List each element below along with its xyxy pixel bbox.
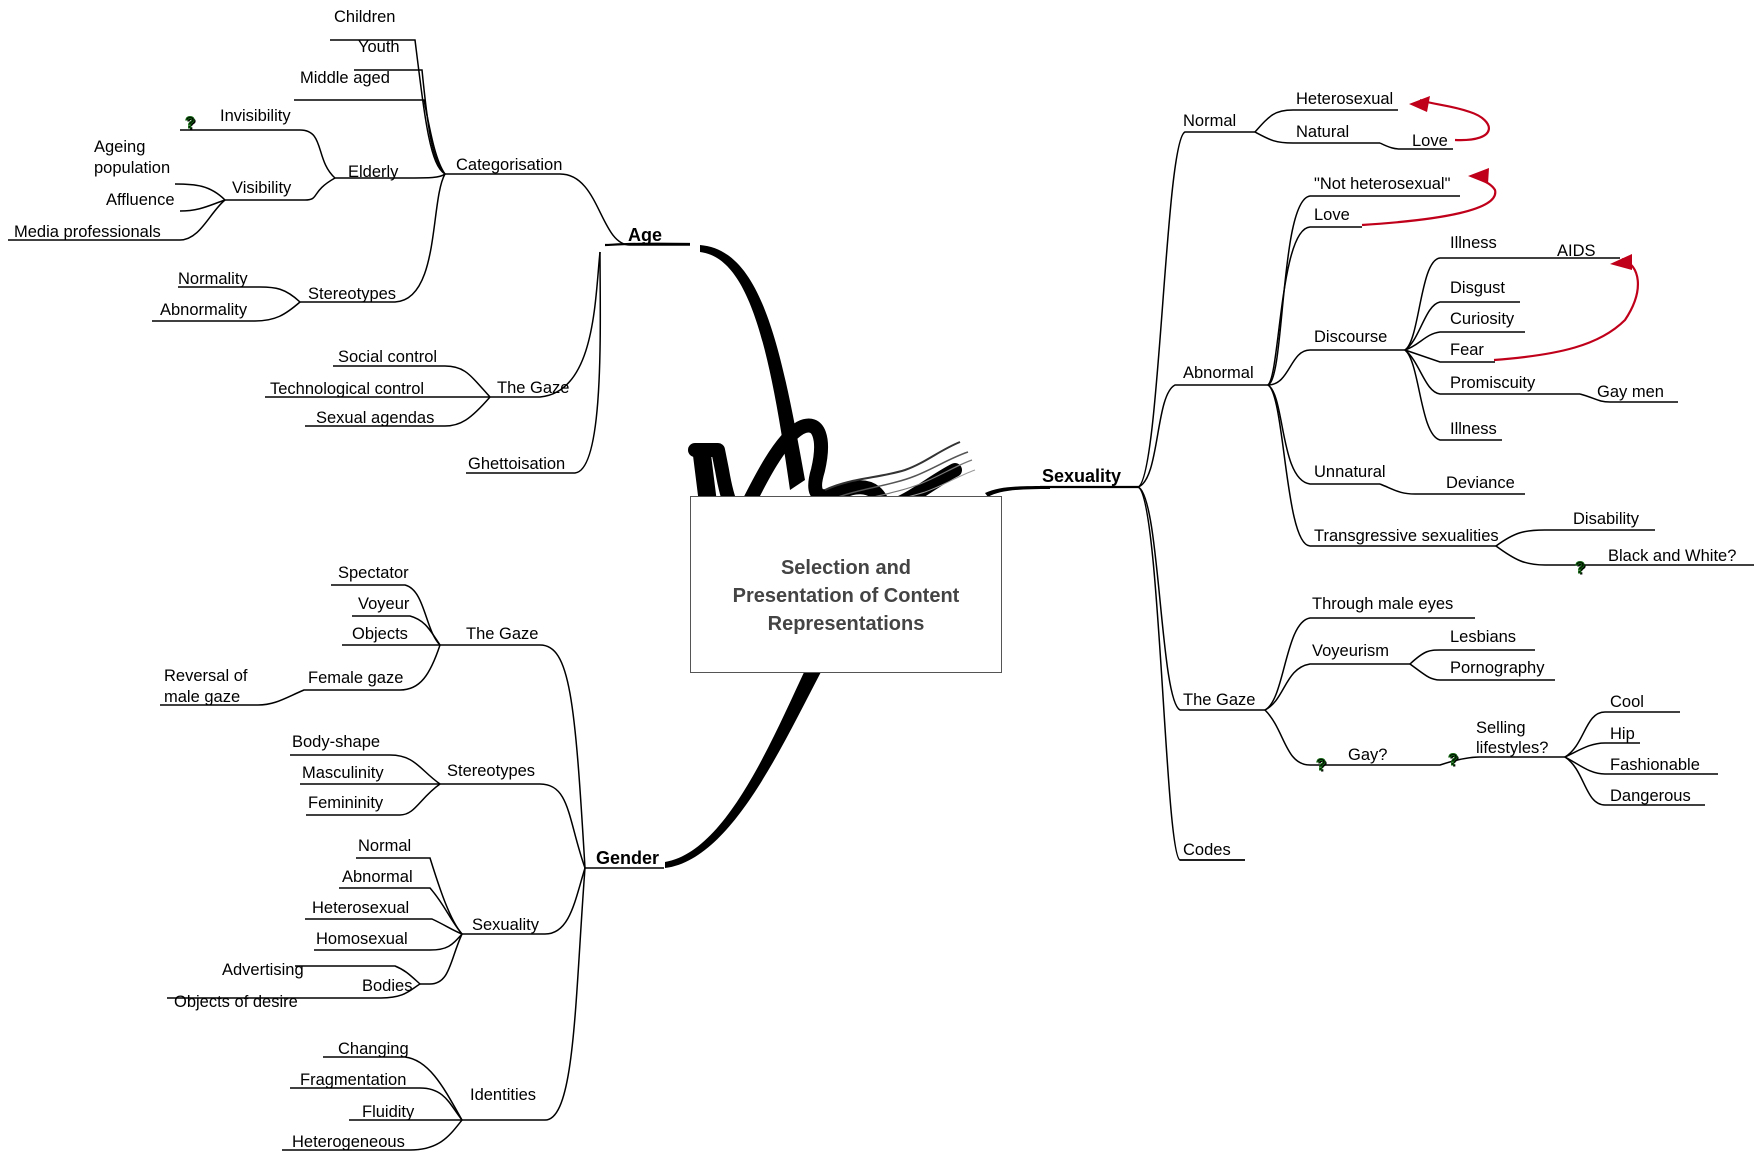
question-mark-icon bbox=[1447, 750, 1461, 771]
normal-label: Normal bbox=[358, 837, 411, 855]
fragmentation-label: Fragmentation bbox=[300, 1071, 406, 1089]
disgust-label: Disgust bbox=[1450, 279, 1505, 297]
ageing-label-line1: Ageing bbox=[94, 138, 145, 156]
not-heterosexual-label: "Not heterosexual" bbox=[1314, 175, 1451, 193]
abnormality-label: Abnormality bbox=[160, 301, 248, 319]
abnormal-love-label: Love bbox=[1314, 206, 1350, 224]
children-label: Children bbox=[334, 8, 395, 26]
ageing-label-line2: population bbox=[94, 159, 170, 177]
sexuality-branch: Sexuality Normal Heterosexual Natural Lo… bbox=[1040, 90, 1754, 861]
fear-label: Fear bbox=[1450, 341, 1484, 359]
objects-label: Objects bbox=[352, 625, 408, 643]
abnormal-label: Abnormal bbox=[342, 868, 413, 886]
age-label: Age bbox=[628, 225, 662, 245]
body-shape-label: Body-shape bbox=[292, 733, 380, 751]
changing-label: Changing bbox=[338, 1040, 409, 1058]
love-heterosexual-arrow bbox=[1419, 98, 1490, 142]
fashionable-label: Fashionable bbox=[1610, 756, 1700, 774]
reversal-label-line1: Reversal of bbox=[164, 667, 248, 685]
media-professionals-label: Media professionals bbox=[14, 223, 161, 241]
affluence-label: Affluence bbox=[106, 191, 175, 209]
categorisation-label: Categorisation bbox=[456, 156, 562, 174]
pornography-label: Pornography bbox=[1450, 659, 1545, 677]
invisibility-label: Invisibility bbox=[220, 107, 291, 125]
gender-stereotypes-label: Stereotypes bbox=[447, 762, 535, 780]
sexuality-main-connector bbox=[985, 486, 1050, 497]
through-male-eyes-label: Through male eyes bbox=[1312, 595, 1453, 613]
visibility-label: Visibility bbox=[232, 179, 292, 197]
aids-label: AIDS bbox=[1557, 242, 1596, 260]
gay-men-label: Gay men bbox=[1597, 383, 1664, 401]
heterosexual-node-label: Heterosexual bbox=[1296, 90, 1393, 108]
transgressive-label: Transgressive sexualities bbox=[1314, 527, 1499, 545]
central-topic-box[interactable]: Selection and Presentation of Content Re… bbox=[690, 496, 1002, 673]
cool-label: Cool bbox=[1610, 693, 1644, 711]
female-gaze-label: Female gaze bbox=[308, 669, 403, 687]
masculinity-label: Masculinity bbox=[302, 764, 384, 782]
unnatural-label: Unnatural bbox=[1314, 463, 1386, 481]
black-and-white-label: Black and White? bbox=[1608, 547, 1736, 565]
youth-label: Youth bbox=[358, 38, 400, 56]
sexuality-label: Sexuality bbox=[1042, 466, 1121, 486]
curiosity-label: Curiosity bbox=[1450, 310, 1515, 328]
main-connectors bbox=[665, 245, 1050, 868]
social-control-label: Social control bbox=[338, 348, 437, 366]
normal-love-label: Love bbox=[1412, 132, 1448, 150]
age-gaze-label: The Gaze bbox=[497, 379, 569, 397]
gender-gaze-label: The Gaze bbox=[466, 625, 538, 643]
bodies-label: Bodies bbox=[362, 977, 412, 995]
arrowhead bbox=[1468, 168, 1489, 184]
dangerous-label: Dangerous bbox=[1610, 787, 1691, 805]
selling-label-line2: lifestyles? bbox=[1476, 739, 1548, 757]
stereotypes-label: Stereotypes bbox=[308, 285, 396, 303]
fear-aids-arrow bbox=[1493, 257, 1640, 362]
gender-sexuality-label: Sexuality bbox=[472, 916, 540, 934]
lesbians-label: Lesbians bbox=[1450, 628, 1516, 646]
age-main-connector bbox=[700, 245, 805, 490]
sexuality-gaze-label: The Gaze bbox=[1183, 691, 1255, 709]
hip-label: Hip bbox=[1610, 725, 1635, 743]
heterosexual-label: Heterosexual bbox=[312, 899, 409, 917]
promiscuity-label: Promiscuity bbox=[1450, 374, 1536, 392]
reversal-label-line2: male gaze bbox=[164, 688, 240, 706]
deviance-label: Deviance bbox=[1446, 474, 1515, 492]
natural-label: Natural bbox=[1296, 123, 1349, 141]
discourse-label: Discourse bbox=[1314, 328, 1387, 346]
question-mark-icon bbox=[1574, 558, 1588, 579]
central-topic-title: Selection and Presentation of Content Re… bbox=[732, 556, 960, 635]
sexual-agendas-label: Sexual agendas bbox=[316, 409, 434, 427]
arrowhead bbox=[1409, 96, 1430, 112]
femininity-label: Femininity bbox=[308, 794, 384, 812]
gender-branch: Gender The Gaze Spectator Voyeur Objects… bbox=[160, 564, 664, 1151]
spectator-label: Spectator bbox=[338, 564, 409, 582]
arrowhead bbox=[1610, 254, 1632, 270]
objects-of-desire-label: Objects of desire bbox=[174, 993, 298, 1011]
sexuality-abnormal-label: Abnormal bbox=[1183, 364, 1254, 382]
illness-second-label: Illness bbox=[1450, 420, 1497, 438]
sexuality-normal-label: Normal bbox=[1183, 112, 1236, 130]
disability-label: Disability bbox=[1573, 510, 1640, 528]
gender-main-connector bbox=[665, 668, 822, 868]
fluidity-label: Fluidity bbox=[362, 1103, 415, 1121]
gay-label: Gay? bbox=[1348, 746, 1387, 764]
illness-label: Illness bbox=[1450, 234, 1497, 252]
voyeur-label: Voyeur bbox=[358, 595, 410, 613]
heterogeneous-label: Heterogeneous bbox=[292, 1133, 405, 1151]
middle-aged-label: Middle aged bbox=[300, 69, 390, 87]
normality-label: Normality bbox=[178, 270, 248, 288]
identities-label: Identities bbox=[470, 1086, 536, 1104]
advertising-label: Advertising bbox=[222, 961, 304, 979]
gender-label: Gender bbox=[596, 848, 659, 868]
codes-label: Codes bbox=[1183, 841, 1231, 859]
elderly-label: Elderly bbox=[348, 163, 399, 181]
selling-label-line1: Selling bbox=[1476, 719, 1526, 737]
voyeurism-label: Voyeurism bbox=[1312, 642, 1389, 660]
question-mark-icon bbox=[184, 113, 198, 134]
question-mark-icon bbox=[1315, 755, 1329, 776]
technological-control-label: Technological control bbox=[270, 380, 424, 398]
age-branch: Age Categorisation Children Youth Middle… bbox=[8, 8, 691, 474]
ghettoisation-label: Ghettoisation bbox=[468, 455, 565, 473]
homosexual-label: Homosexual bbox=[316, 930, 408, 948]
